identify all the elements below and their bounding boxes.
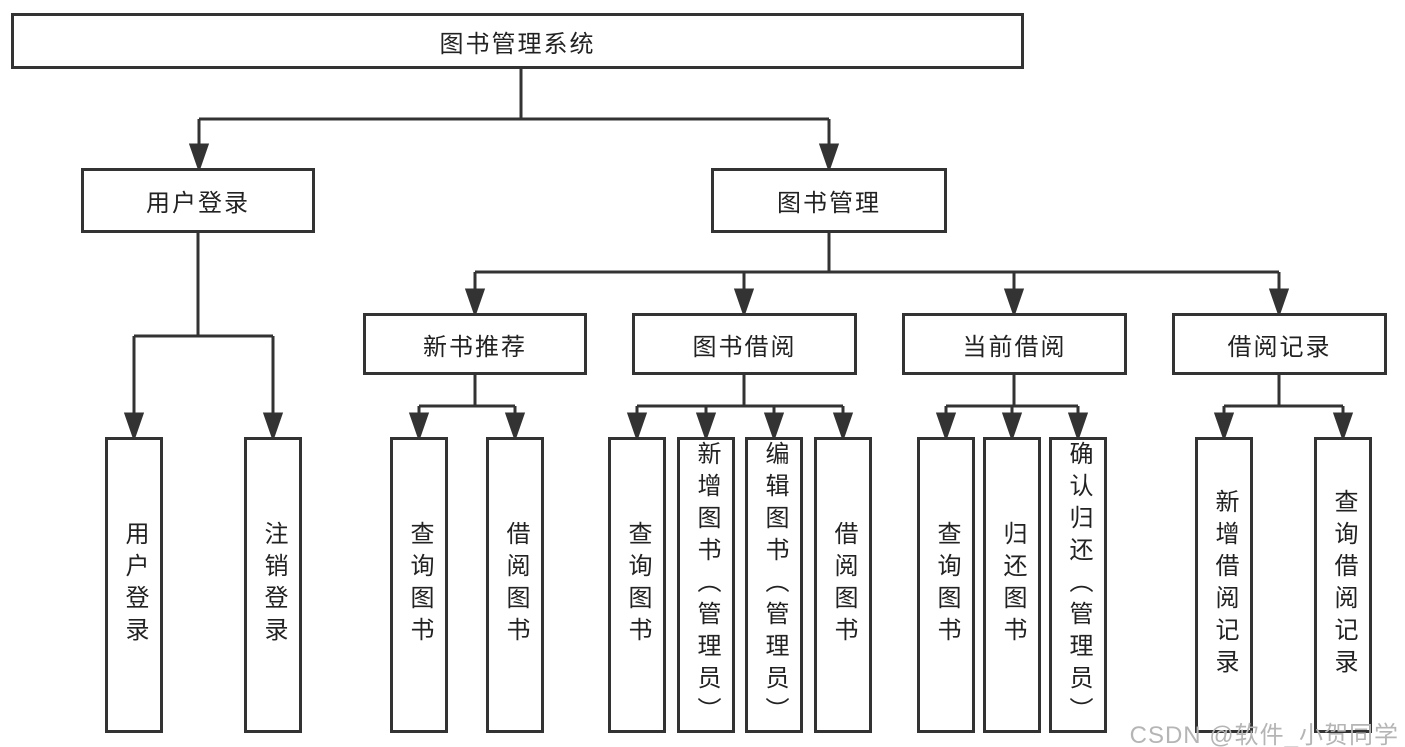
arrowhead-icon: [262, 412, 284, 442]
connector-new-book-recommend-to-leaves: [408, 375, 526, 442]
leaf-add-borrow-record: 新增借阅记录: [1195, 437, 1253, 733]
arrowhead-icon: [1268, 288, 1290, 318]
node-user-login-branch: 用户登录: [81, 168, 315, 233]
connector-user-login-to-leaves: [123, 233, 284, 442]
connector-book-management-to-sections: [464, 233, 1290, 318]
leaf-query-books-recommend: 查询图书: [390, 437, 448, 733]
node-label: 编辑图书（管理员）: [761, 441, 788, 729]
leaf-return-books: 归还图书: [983, 437, 1041, 733]
leaf-edit-books-admin: 编辑图书（管理员）: [745, 437, 803, 733]
arrowhead-icon: [464, 288, 486, 318]
node-root-library-system: 图书管理系统: [11, 13, 1024, 69]
arrowhead-icon: [733, 288, 755, 318]
arrowhead-icon: [1332, 412, 1354, 442]
arrowhead-icon: [832, 412, 854, 442]
arrowhead-icon: [818, 143, 840, 173]
node-borrow-records: 借阅记录: [1172, 313, 1387, 375]
leaf-query-books-current: 查询图书: [917, 437, 975, 733]
connector-root-to-level2: [188, 69, 840, 173]
arrowhead-icon: [626, 412, 648, 442]
node-label: 归还图书: [999, 521, 1026, 649]
connector-current-borrow-to-leaves: [935, 375, 1089, 442]
node-label: 查询图书: [624, 521, 651, 649]
node-book-borrow: 图书借阅: [632, 313, 857, 375]
leaf-confirm-return-admin: 确认归还（管理员）: [1049, 437, 1107, 733]
connector-book-borrow-to-leaves: [626, 375, 854, 442]
arrowhead-icon: [695, 412, 717, 442]
leaf-query-books-borrow: 查询图书: [608, 437, 666, 733]
node-label: 新书推荐: [423, 333, 527, 361]
node-label: 用户登录: [121, 521, 148, 649]
leaf-borrow-books: 借阅图书: [814, 437, 872, 733]
node-label: 借阅图书: [830, 521, 857, 649]
node-book-management-branch: 图书管理: [711, 168, 947, 233]
node-current-borrow: 当前借阅: [902, 313, 1127, 375]
arrowhead-icon: [123, 412, 145, 442]
node-label: 图书管理: [777, 190, 881, 217]
node-label: 借阅图书: [502, 521, 529, 649]
node-label: 用户登录: [146, 190, 250, 217]
node-label: 查询借阅记录: [1330, 489, 1357, 681]
arrowhead-icon: [1003, 288, 1025, 318]
arrowhead-icon: [935, 412, 957, 442]
arrowhead-icon: [188, 143, 210, 173]
leaf-query-borrow-record: 查询借阅记录: [1314, 437, 1372, 733]
node-label: 新增图书（管理员）: [693, 441, 720, 729]
arrowhead-icon: [504, 412, 526, 442]
node-label: 当前借阅: [962, 333, 1067, 361]
leaf-borrow-books-recommend: 借阅图书: [486, 437, 544, 733]
leaf-user-login: 用户登录: [105, 437, 163, 733]
node-new-book-recommend: 新书推荐: [363, 313, 587, 375]
leaf-logout: 注销登录: [244, 437, 302, 733]
arrowhead-icon: [763, 412, 785, 442]
leaf-add-books-admin: 新增图书（管理员）: [677, 437, 735, 733]
arrowhead-icon: [1067, 412, 1089, 442]
node-label: 图书借阅: [692, 333, 797, 361]
node-label: 查询图书: [933, 521, 960, 649]
connector-borrow-records-to-leaves: [1213, 375, 1354, 442]
node-label: 新增借阅记录: [1211, 489, 1238, 681]
node-label: 图书管理系统: [439, 30, 596, 58]
csdn-watermark: CSDN @软件_小贺同学: [1129, 722, 1399, 747]
arrowhead-icon: [408, 412, 430, 442]
arrowhead-icon: [1213, 412, 1235, 442]
node-label: 确认归还（管理员）: [1065, 441, 1092, 729]
arrowhead-icon: [1001, 412, 1023, 442]
node-label: 查询图书: [406, 521, 433, 649]
node-label: 注销登录: [260, 521, 287, 649]
node-label: 借阅记录: [1227, 333, 1332, 361]
